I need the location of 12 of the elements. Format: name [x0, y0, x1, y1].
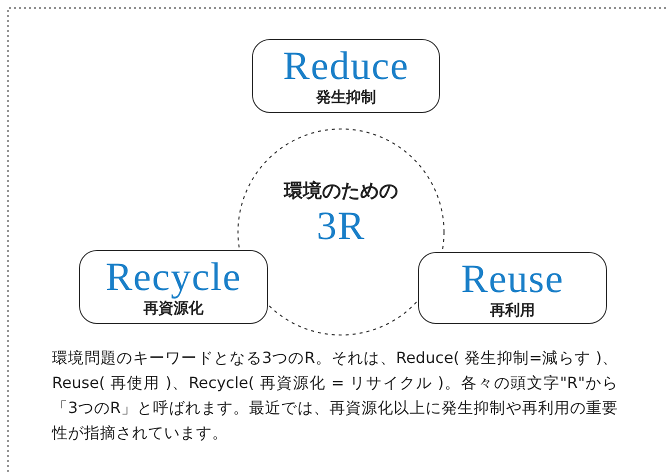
- center-heading: 環境のための: [282, 179, 399, 204]
- term-box: [418, 252, 607, 324]
- term-translation: 再資源化: [142, 299, 204, 318]
- term-word: Reuse: [460, 259, 565, 299]
- description-paragraph: 環境問題のキーワードとなる3つのR。それは、Reduce( 発生抑制=減らす )、Reuse( 再使用 )、Recycle( 再資源化 = リサイクル )。各々の頭文字"R"から「3つのR」と呼ばれます。最近では、再資源化以上に発生抑制や再利用の重要性が指摘されています。: [52, 348, 618, 444]
- center-title: 3R: [316, 206, 366, 246]
- term-word: Recycle: [104, 257, 242, 297]
- term-box: [252, 39, 440, 113]
- term-word: Reduce: [282, 46, 410, 86]
- term-translation: 再利用: [489, 301, 536, 320]
- term-box: [79, 250, 268, 324]
- term-translation: 発生抑制: [314, 88, 377, 107]
